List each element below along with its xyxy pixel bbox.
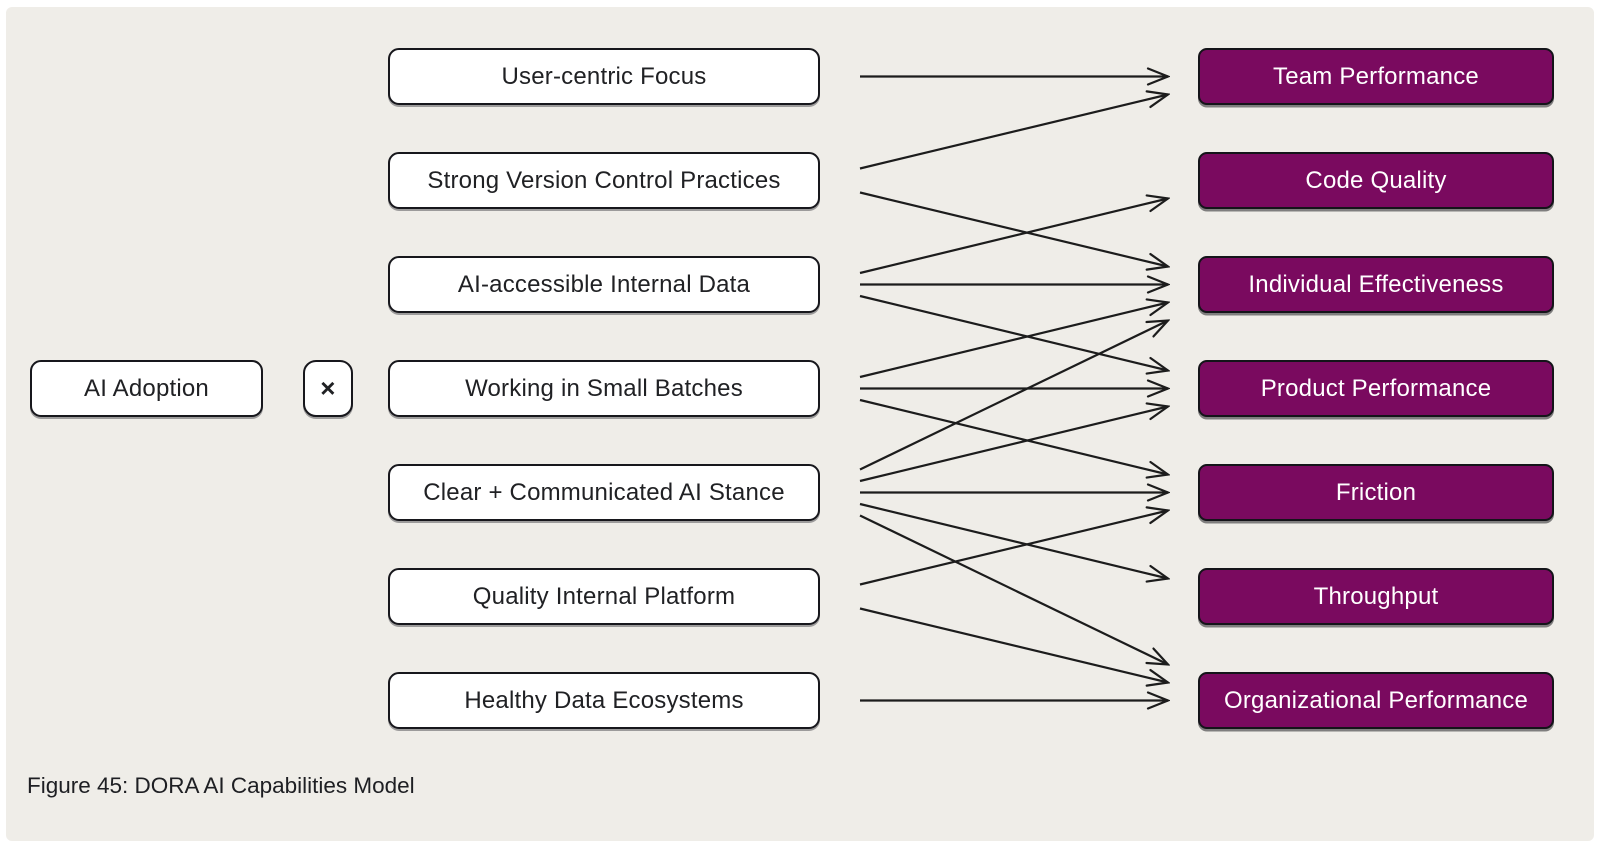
outcome-label: Product Performance [1260,374,1492,402]
outcome-box-product-performance: Product Performance [1198,360,1554,417]
ai-adoption-label: AI Adoption [84,374,209,402]
capability-label: Healthy Data Ecosystems [464,686,744,714]
capability-box-working-in-small-batches: Working in Small Batches [388,360,820,417]
capability-label: Strong Version Control Practices [427,166,781,194]
outcome-box-code-quality: Code Quality [1198,152,1554,209]
capability-box-strong-version-control-practices: Strong Version Control Practices [388,152,820,209]
outcome-label: Throughput [1313,582,1439,610]
multiply-symbol: × [320,373,336,403]
capability-box-quality-internal-platform: Quality Internal Platform [388,568,820,625]
multiply-symbol-box: × [303,360,353,417]
capability-box-clear-communicated-ai-stance: Clear + Communicated AI Stance [388,464,820,521]
capability-label: User-centric Focus [501,62,707,90]
outcome-label: Team Performance [1273,62,1479,90]
outcome-label: Friction [1335,478,1417,506]
capability-label: Clear + Communicated AI Stance [423,478,785,506]
capability-box-user-centric-focus: User-centric Focus [388,48,820,105]
outcome-label: Organizational Performance [1223,686,1529,714]
outcome-box-organizational-performance: Organizational Performance [1198,672,1554,729]
outcome-box-friction: Friction [1198,464,1554,521]
outcome-label: Code Quality [1305,166,1447,194]
capability-label: Quality Internal Platform [472,582,736,610]
capability-label: AI-accessible Internal Data [457,270,751,298]
capability-label: Working in Small Batches [465,374,743,402]
ai-adoption-box: AI Adoption [30,360,263,417]
outcome-label: Individual Effectiveness [1248,270,1504,298]
capability-box-ai-accessible-internal-data: AI-accessible Internal Data [388,256,820,313]
figure-caption: Figure 45: DORA AI Capabilities Model [27,773,415,798]
outcome-box-throughput: Throughput [1198,568,1554,625]
outcome-box-individual-effectiveness: Individual Effectiveness [1198,256,1554,313]
capability-box-healthy-data-ecosystems: Healthy Data Ecosystems [388,672,820,729]
outcome-box-team-performance: Team Performance [1198,48,1554,105]
